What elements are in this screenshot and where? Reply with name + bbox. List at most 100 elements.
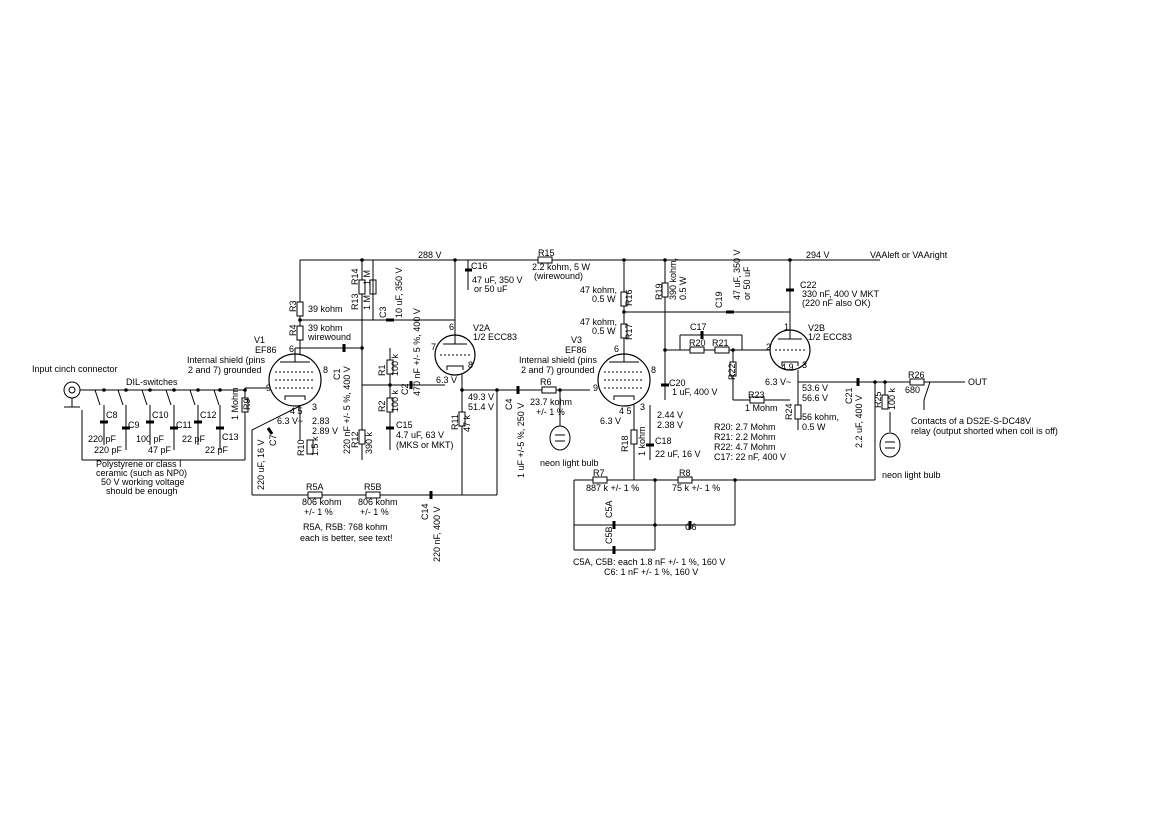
c9-val: 220 pF [94,445,123,455]
rail-288-label: 288 V [418,250,442,260]
r25-resistor [881,394,889,410]
input-note-2: ceramic (such as NP0) [96,468,187,478]
r8-val: 75 k +/- 1 % [672,483,720,493]
c11-ref: C11 [176,420,192,430]
r5-note-2: each is better, see text! [300,533,393,543]
r4-resistor [296,325,304,341]
v1-pin3: 3 [312,402,317,412]
v3-ref: V3 [571,335,582,345]
r5b-resistor [365,491,381,499]
c12-val: 22 pF [182,434,206,444]
r23-ref: R23 [748,390,765,400]
c22-val2: (220 nF also OK) [802,298,871,308]
r10-val: 1.5 k [310,436,320,456]
dil-switches-label: DIL-switches [126,377,178,387]
v2b-pin1: 1 [784,322,789,332]
r21-ref: R21 [712,338,729,348]
r5a-val2: +/- 1 % [304,507,333,517]
v1-type: EF86 [255,345,277,355]
v2b-ref: V2B [808,323,825,333]
v2a-ref: V2A [473,323,490,333]
c16-val2: or 50 uF [474,284,508,294]
v2b-pin3: 3 [802,360,807,370]
r20-ref: R20 [689,338,706,348]
r10-ref: R10 [296,439,306,456]
c17-ref: C17 [690,322,707,332]
vaa-label: VAAleft or VAAright [870,250,948,260]
r-list-4: C17: 22 nF, 400 V [714,452,786,462]
r23-val: 1 Mohm [745,403,778,413]
c5b-ref: C5B [604,526,614,544]
c11-val: 47 pF [148,445,172,455]
r18-resistor [630,429,638,445]
neon-bulb-2 [879,432,901,458]
r18-ref: R18 [620,435,630,452]
r4-val1: 39 kohm [308,323,343,333]
v1-shield-2: 2 and 7) grounded [188,365,262,375]
c20-val: 1 uF, 400 V [672,387,718,397]
v3-tube [597,353,651,407]
r12-ref: R12 [350,431,360,448]
v2b-k2: 56.6 V [802,393,828,403]
r4-ref: R4 [288,324,298,336]
v3-shield-1: Internal shield (pins [519,355,598,365]
v3-pin45: 4 5 [619,406,632,416]
r5a-resistor [307,491,323,499]
c3-ref: C3 [378,306,388,318]
r13-ref: R13 [350,293,360,310]
c8-val: 220 pF [88,434,117,444]
c14-ref: C14 [420,503,430,520]
input-note-1: Polystyrene or class I [96,459,182,469]
c2-ref: C2 [400,383,410,395]
r19-val1: 390 kohm, [668,258,678,300]
v3-heater: 6.3 V [600,416,621,426]
r5a-ref: R5A [306,482,324,492]
r22-resistor [729,361,737,377]
c13-val: 22 pF [205,445,229,455]
r1-resistor [386,359,394,375]
c5-note-1: C5A, C5B: each 1.8 nF +/- 1 %, 160 V [573,557,725,567]
r5-note-1: R5A, R5B: 768 kohm [303,522,388,532]
r-list-3: R22: 4.7 Mohm [714,442,776,452]
c5-note-2: C6: 1 nF +/- 1 %, 160 V [604,567,698,577]
c1-ref: C1 [332,368,342,380]
v2a-k2: 51.4 V [468,402,494,412]
r19-ref: R19 [654,283,664,300]
r3-resistor [296,301,304,317]
r23-resistor [749,396,765,404]
r20-resistor [689,346,705,354]
out-label: OUT [968,377,988,387]
r14-ref: R14 [350,268,360,285]
c10-val: 100 pF [136,434,165,444]
r13-resistor [358,279,366,295]
r8-ref: R8 [679,468,691,478]
c15-val1: 4.7 uF, 63 V [396,430,444,440]
c18-ref: C18 [655,436,672,446]
input-note-3: 50 V working voltage [101,477,185,487]
r11-resistor [458,411,466,427]
c5a-ref: C5A [604,500,614,518]
v1-pin45: 4 5 [290,406,303,416]
r7-resistor [592,476,608,484]
r6-val1: 23.7 kohm [530,397,572,407]
r11-ref: R11 [450,414,460,430]
r16-val2: 0.5 W [592,294,616,304]
r10-resistor [306,439,314,455]
r9-val: 1 Mohm [230,387,240,420]
r-list-2: R21: 2.2 Mohm [714,432,776,442]
dil-switch-bank [81,389,245,461]
v3-k2: 2.38 V [657,420,683,430]
rail-294-label: 294 V [806,250,830,260]
v3-pin3: 3 [640,402,645,412]
c18-val: 22 uF, 16 V [655,449,701,459]
r3-val: 39 kohm [308,304,343,314]
v3-pin6: 6 [614,344,619,354]
neon-bulb-1 [549,425,571,451]
r1-ref: R1 [377,364,387,376]
v1-pin8: 8 [323,365,328,375]
c19-ref: C19 [714,291,724,308]
r24-val1: 56 kohm, [802,412,839,422]
r26-ref: R26 [908,370,925,380]
c7-plate [266,427,274,435]
